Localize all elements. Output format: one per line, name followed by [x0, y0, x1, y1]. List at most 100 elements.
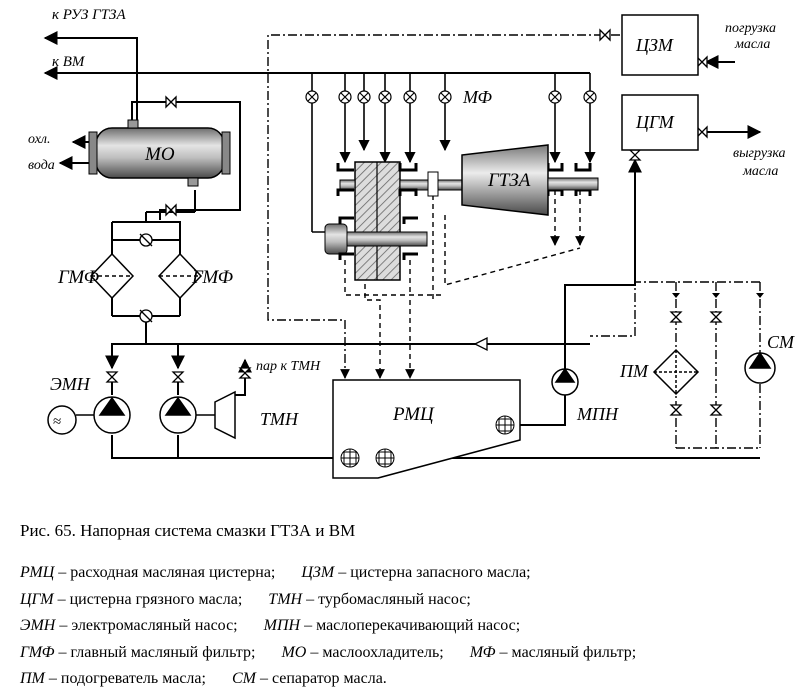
valve-icon	[669, 311, 683, 323]
oil-loading-label-1: погрузка	[725, 21, 776, 36]
turbo-oil-pump-pump	[159, 390, 236, 440]
mf-filter-icons	[305, 90, 597, 104]
valve-icon	[238, 367, 252, 379]
valve-icon	[171, 371, 185, 383]
electric-oil-pump-emn: ≈	[47, 396, 131, 435]
dirty-oil-tank-cgm: ЦГМ	[621, 94, 699, 151]
legend-abbr: РМЦ	[20, 564, 55, 581]
oil-transfer-pump-mpn	[551, 367, 579, 396]
legend-text: – сепаратор масла.	[259, 670, 387, 688]
svg-text:≈: ≈	[53, 414, 61, 430]
legend-entry-tmn: ТМН – турбомасляный насос;	[268, 591, 471, 608]
rmc-label: РМЦ	[392, 404, 435, 425]
legend-row: ГМФ – главный масляный фильтр; МО – масл…	[20, 640, 658, 667]
valve-icon	[669, 404, 683, 416]
czm-label: ЦЗМ	[635, 35, 674, 55]
mf-filter-icon	[305, 90, 319, 104]
valves	[105, 28, 723, 416]
steam-to-tmn-label: пар к ТМН	[256, 359, 321, 374]
main-oil-filter-left	[89, 252, 135, 300]
bearing-brackets	[336, 163, 592, 260]
legend-entry-cgm: ЦГМ – цистерна грязного масла;	[20, 591, 242, 608]
mpn-label: МПН	[576, 404, 619, 424]
to-ruz-label: к РУЗ ГТЗА	[52, 7, 126, 23]
gearbox	[324, 161, 463, 281]
legend-row: ПМ – подогреватель масла; СМ – сепаратор…	[20, 666, 658, 693]
emn-label: ЭМН	[50, 374, 91, 394]
suction-strainer-icon	[340, 448, 360, 468]
oil-heater-pm	[652, 348, 700, 396]
mf-filter-icon	[357, 90, 371, 104]
legend-entry-rmc: РМЦ – расходная масляная цистерна;	[20, 564, 275, 581]
main-oil-filter-right	[157, 252, 203, 300]
legend-text: – маслоохладитель;	[310, 643, 444, 661]
legend-entry-mpn: МПН – маслоперекачивающий насос;	[264, 617, 521, 634]
valve-icon	[628, 149, 642, 161]
reserve-oil-tank-czm: ЦЗМ	[621, 14, 699, 76]
mf-filter-icon	[403, 90, 417, 104]
legend-row: РМЦ – расходная масляная цистерна; ЦЗМ –…	[20, 560, 658, 587]
legend-row: ЭМН – электромасляный насос; МПН – масло…	[20, 613, 658, 640]
legend-abbr: МФ	[469, 643, 496, 661]
tmn-label: ТМН	[260, 409, 299, 429]
service-oil-tank-rmc: РМЦ	[332, 379, 521, 479]
mf-filter-icon	[438, 90, 452, 104]
check-valve-icon	[473, 336, 488, 352]
legend-entry-czm: ЦЗМ – цистерна запасного масла;	[301, 564, 530, 581]
gmf-left-label: ГМФ	[57, 267, 99, 288]
turbine-gtza: ГТЗА	[461, 144, 599, 216]
suction-strainer-icon	[495, 415, 515, 435]
oil-loading-label-2: масла	[734, 37, 770, 52]
legend-text: – расходная масляная цистерна;	[58, 564, 276, 581]
valve-icon	[709, 311, 723, 323]
legend-entry-pm: ПМ – подогреватель масла;	[20, 670, 206, 687]
legend-entry-sm: СМ – сепаратор масла.	[232, 670, 387, 687]
valve-icon	[165, 95, 177, 109]
water-label: вода	[28, 158, 55, 173]
lubrication-system-diagram: МО ГТЗА ЦЗМ ЦГМ	[28, 7, 795, 479]
legend-abbr: ЦЗМ	[301, 564, 335, 581]
legend-entry-mf: МФ – масляный фильтр;	[470, 644, 636, 661]
legend-text: – масляный фильтр;	[499, 643, 637, 661]
three-way-valve-icon	[139, 309, 153, 323]
mo-label: МО	[144, 144, 175, 165]
pressure-lines	[43, 31, 762, 459]
three-way-valve-icon	[139, 233, 153, 247]
oil-unloading-label-2: масла	[742, 164, 778, 179]
legend-abbr: ЦГМ	[20, 590, 54, 608]
dashdot-lines	[267, 34, 761, 449]
mf-filter-icon	[583, 90, 597, 104]
legend-abbr: СМ	[231, 670, 256, 688]
legend-text: – электромасляный насос;	[59, 617, 238, 635]
mf-filter-icon	[378, 90, 392, 104]
dashdot-markers	[672, 293, 764, 298]
gtza-label: ГТЗА	[487, 170, 531, 191]
figure-caption: Рис. 65. Напорная система смазки ГТЗА и …	[20, 521, 356, 540]
valve-icon	[709, 404, 723, 416]
legend-abbr: ПМ	[20, 670, 45, 688]
valve-icon	[165, 203, 177, 217]
bearing-branches	[311, 73, 596, 238]
legend-entry-mo: МО – маслоохладитель;	[281, 644, 443, 661]
pm-label: ПМ	[619, 361, 649, 381]
legend: РМЦ – расходная масляная цистерна; ЦЗМ –…	[20, 560, 658, 693]
legend-abbr: ТМН	[268, 590, 303, 608]
to-vm-label: к ВМ	[52, 54, 86, 70]
legend-text: – маслоперекачивающий насос;	[304, 617, 521, 635]
legend-text: – главный масляный фильтр;	[58, 643, 256, 661]
legend-entry-emn: ЭМН – электромасляный насос;	[20, 617, 238, 634]
legend-abbr: ЭМН	[20, 617, 56, 635]
mf-filter-icon	[548, 90, 562, 104]
mf-filter-icon	[338, 90, 352, 104]
valve-icon	[105, 371, 119, 383]
suction-strainer-icon	[375, 448, 395, 468]
cooling-water-label: охл.	[28, 132, 51, 147]
legend-text: – цистерна грязного масла;	[57, 590, 243, 608]
mf-label: МФ	[462, 87, 493, 107]
legend-entry-gmf: ГМФ – главный масляный фильтр;	[20, 644, 255, 661]
diagram-labels: к РУЗ ГТЗА к ВМ охл. вода ГМФ ГМФ ЭМН ТМ…	[28, 7, 795, 429]
legend-text: – цистерна запасного масла;	[338, 564, 531, 581]
valve-icon	[599, 28, 611, 42]
legend-abbr: ГМФ	[20, 643, 55, 661]
gmf-right-label: ГМФ	[191, 267, 233, 288]
